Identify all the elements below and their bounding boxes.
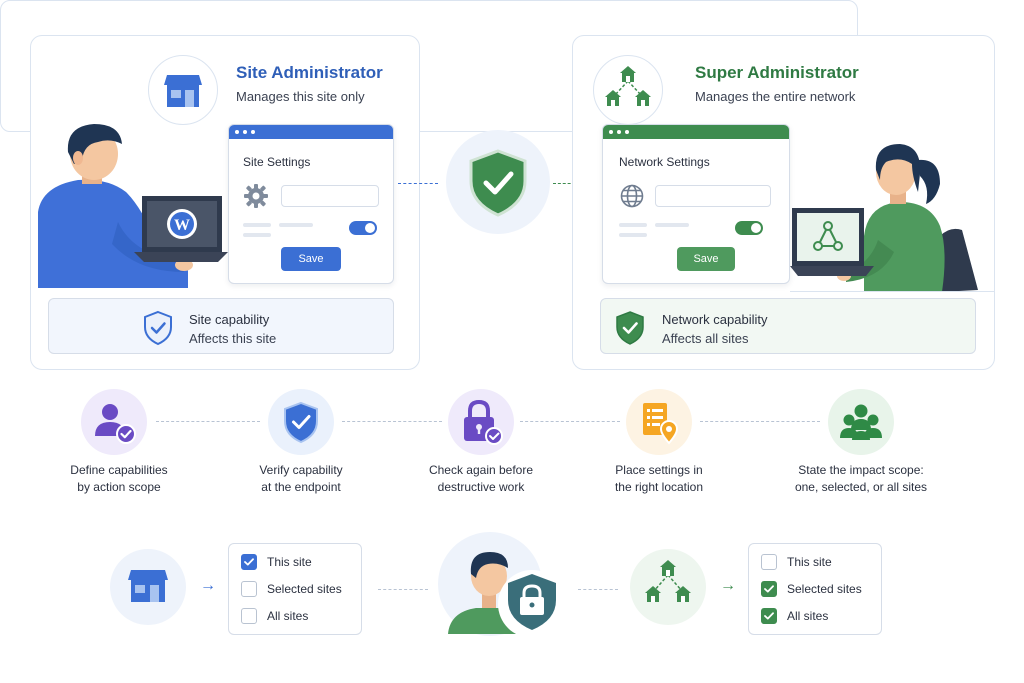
step-define-capabilities [81,389,147,455]
step-connector [520,421,620,422]
network-setting-toggle[interactable] [735,221,763,235]
network-setting-input[interactable] [655,185,771,207]
site-capability-title: Site capability [189,312,270,327]
step-label-line: Place settings in [615,463,703,477]
network-settings-title: Network Settings [619,155,710,169]
connector-line-left [398,183,438,184]
step-label-line: destructive work [437,480,525,494]
scope-option-label: Selected sites [267,582,342,596]
site-scope-list: This site Selected sites All sites [228,543,362,635]
super-admin-subtitle: Manages the entire network [695,89,856,104]
step-place-settings [626,389,692,455]
arrow-right-icon: → [720,577,736,594]
site-admin-subtitle: Manages this site only [236,89,365,104]
gear-icon [243,183,269,214]
checkbox-unchecked[interactable] [241,608,257,624]
checkbox-unchecked[interactable] [761,554,777,570]
shield-check-green-icon [614,310,646,351]
step-label-line: the right location [614,480,704,494]
step-label-line: State the impact scope: [798,463,924,477]
lock-check-icon [464,399,503,445]
desk-line [790,291,994,292]
step-check-again [448,389,514,455]
scope-option-this-site[interactable]: This site [241,554,312,570]
network-save-button[interactable]: Save [677,247,735,271]
admin-with-lock-illustration [438,532,566,638]
network-capability-title: Network capability [662,312,768,327]
scope-option-this-site[interactable]: This site [761,554,832,570]
network-scope-list: This site Selected sites All sites [748,543,882,635]
network-window-titlebar [603,125,789,139]
step-label-state: State the impact scope: one, selected, o… [786,462,936,496]
step-label-line: one, selected, or all sites [794,480,928,494]
scope-option-label: All sites [787,609,829,623]
step-label-line: at the endpoint [261,480,341,494]
scope-option-label: This site [267,555,312,569]
network-sites-icon [640,557,696,618]
super-admin-person-illustration [790,144,978,292]
step-connector [700,421,820,422]
scope-connector [378,589,428,590]
scope-option-label: Selected sites [787,582,862,596]
network-capability-subtitle: Affects all sites [662,331,749,346]
central-shield-check-icon [466,148,530,223]
step-label-line: Verify capability [259,463,343,477]
scope-option-all-sites[interactable]: All sites [761,608,828,624]
step-label-line: Define capabilities [70,463,168,477]
placeholder-line [655,223,689,227]
site-admin-title: Site Administrator [236,63,383,82]
site-settings-window: Site Settings Save [228,124,394,284]
group-icon [840,404,882,440]
step-label-line: by action scope [77,480,161,494]
step-connector [342,421,442,422]
document-location-icon [643,403,679,445]
step-label-define: Define capabilities by action scope [44,462,194,496]
site-house-icon [127,566,169,611]
globe-icon [619,183,645,214]
site-window-titlebar [229,125,393,139]
site-capability-subtitle: Affects this site [189,331,277,346]
shield-check-icon [284,401,318,444]
checkbox-checked[interactable] [241,554,257,570]
network-sites-icon [593,55,663,125]
site-house-icon [148,55,218,125]
network-settings-window: Network Settings Save [602,124,790,284]
step-connector [156,421,260,422]
scope-option-all-sites[interactable]: All sites [241,608,308,624]
step-label-line: Check again before [428,463,534,477]
user-check-icon [95,404,136,444]
placeholder-line [243,233,271,237]
network-capability-box [600,298,976,354]
checkbox-checked[interactable] [761,581,777,597]
step-verify-capability [268,389,334,455]
site-capability-box [48,298,394,354]
svg-text:W: W [174,217,190,234]
checkbox-checked[interactable] [761,608,777,624]
step-label-verify: Verify capability at the endpoint [226,462,376,496]
shield-check-icon [142,310,174,351]
placeholder-line [619,233,647,237]
site-settings-title: Site Settings [243,155,311,169]
site-save-button[interactable]: Save [281,247,341,271]
placeholder-line [619,223,647,227]
scope-option-selected-sites[interactable]: Selected sites [241,581,342,597]
scope-option-selected-sites[interactable]: Selected sites [761,581,862,597]
site-setting-toggle[interactable] [349,221,377,235]
step-label-place: Place settings in the right location [584,462,734,496]
scope-option-label: All sites [267,609,309,623]
scope-connector [578,589,618,590]
placeholder-line [279,223,313,227]
step-label-check: Check again before destructive work [406,462,556,496]
super-admin-title: Super Administrator [695,63,859,82]
placeholder-line [243,223,271,227]
step-state-scope [828,389,894,455]
scope-option-label: This site [787,555,832,569]
site-setting-input[interactable] [281,185,379,207]
checkbox-unchecked[interactable] [241,581,257,597]
arrow-right-icon: → [200,577,216,594]
site-admin-person-illustration: W [38,124,228,288]
